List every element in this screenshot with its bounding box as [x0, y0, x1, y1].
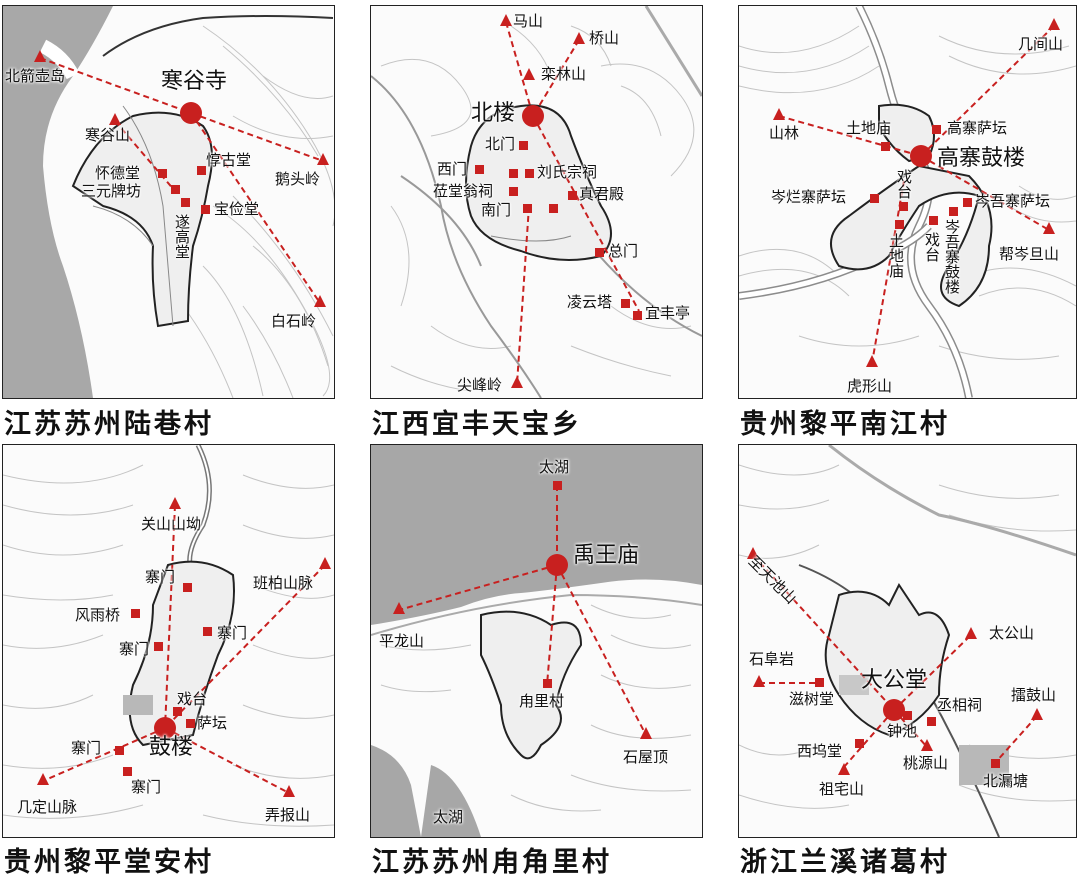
place-label: 高寨萨坛	[947, 119, 1008, 137]
map-tangan-graphic	[3, 445, 334, 827]
place-label: 石屋顶	[623, 748, 669, 766]
place-label: 桥山	[589, 29, 620, 47]
place-label: 南门	[481, 201, 512, 219]
place-label: 滋树堂	[789, 690, 835, 708]
panel-caption: 江西宜丰天宝乡	[372, 409, 582, 440]
place-label: 宜丰亭	[645, 304, 691, 322]
place-label: 弄报山	[265, 806, 311, 824]
place-label: 寨门	[217, 624, 248, 642]
center-label: 寒谷寺	[161, 69, 228, 94]
place-label: 寨门	[119, 640, 150, 658]
center-label: 高寨鼓楼	[937, 146, 1026, 171]
place-label: 刘氏宗祠	[537, 163, 598, 181]
place-label: 岑吾寨萨坛	[975, 192, 1051, 210]
place-label: 丞相祠	[937, 696, 983, 714]
map-zhuge-graphic	[739, 445, 1076, 837]
map-panel-tianbao: 北楼 马山 桥山 栾林山 北门 西门 刘氏宗祠 莅堂翁祠 真君殿 南门 总门 凌…	[370, 5, 703, 399]
panel-caption: 江苏苏州甪角里村	[372, 847, 612, 878]
place-label: 西坞堂	[797, 742, 843, 760]
map-nanjiang-graphic	[739, 6, 1076, 398]
place-label: 怀德堂	[95, 164, 141, 182]
place-label: 班柏山脉	[253, 574, 314, 592]
place-label: 太湖	[433, 808, 464, 826]
place-label: 几间山	[1018, 35, 1064, 53]
place-label: 萨坛	[197, 714, 228, 732]
place-label: 真君殿	[579, 185, 625, 203]
place-label: 北漏塘	[983, 772, 1029, 790]
map-panel-tangan: 鼓楼 关山山坳 寨门 班柏山脉 风雨桥 寨门 寨门 戏台 萨坛 寨门 寨门 几定…	[2, 444, 335, 838]
place-label: 几定山脉	[17, 798, 78, 816]
map-panel-luli: 禹王庙 太湖 平龙山 甪里村 石屋顶 太湖	[370, 444, 703, 838]
place-label: 虎形山	[847, 377, 893, 395]
place-label: 甪里村	[519, 692, 565, 710]
place-label: 桃源山	[903, 754, 949, 772]
place-label: 平龙山	[379, 632, 425, 650]
place-label: 宝俭堂	[214, 200, 260, 218]
panel-caption: 贵州黎平南江村	[740, 409, 950, 440]
place-label: 太湖	[539, 458, 570, 476]
place-label: 戏台	[177, 690, 208, 708]
place-label: 岑吾寨鼓楼	[943, 219, 961, 294]
place-label: 北门	[485, 135, 516, 153]
place-label: 擂鼓山	[1011, 686, 1057, 704]
place-label: 土地庙	[887, 233, 905, 278]
place-label: 石阜岩	[749, 650, 795, 668]
place-label: 寨门	[131, 778, 162, 796]
map-luli-graphic	[371, 445, 702, 837]
place-label: 土地庙	[846, 119, 892, 137]
map-panel-nanjiang: 高寨鼓楼 几间山 山林 土地庙 高寨萨坛 岑烂寨萨坛 戏台 岑吾寨萨坛 土地庙 …	[738, 5, 1077, 399]
map-tianbao-graphic	[371, 6, 702, 398]
map-panel-luxiang: 寒谷寺 北箭壶岛 寒谷山 怀德堂 三元牌坊 遂高堂 惇古堂 宝俭堂 鹅头岭 白石…	[2, 5, 335, 399]
place-label: 马山	[513, 12, 544, 30]
center-label: 北楼	[471, 101, 516, 126]
map-luxiang-graphic	[3, 6, 334, 398]
panel-caption: 江苏苏州陆巷村	[4, 409, 214, 440]
place-label: 帮岑旦山	[999, 245, 1060, 263]
place-label: 北箭壶岛	[5, 67, 66, 85]
center-label: 禹王庙	[573, 543, 640, 568]
place-label: 寨门	[71, 739, 102, 757]
place-label: 戏台	[895, 169, 913, 199]
panel-caption: 浙江兰溪诸葛村	[740, 847, 950, 878]
place-label: 风雨桥	[75, 606, 121, 624]
map-panel-zhuge: 大公堂 至天池山 石阜岩 滋树堂 太公山 丞相祠 擂鼓山 钟池 西坞堂 桃源山 …	[738, 444, 1077, 838]
place-label: 鹅头岭	[275, 170, 321, 188]
place-label: 遂高堂	[173, 214, 191, 259]
place-label: 白石岭	[271, 312, 317, 330]
place-label: 寒谷山	[85, 126, 131, 144]
place-label: 祖宅山	[819, 780, 865, 798]
center-label: 大公堂	[861, 668, 928, 693]
place-label: 太公山	[989, 624, 1035, 642]
panel-caption: 贵州黎平堂安村	[4, 847, 214, 878]
place-label: 尖峰岭	[457, 376, 503, 394]
place-label: 凌云塔	[567, 293, 613, 311]
place-label: 惇古堂	[206, 151, 252, 169]
place-label: 岑烂寨萨坛	[771, 188, 847, 206]
place-label: 山林	[769, 124, 800, 142]
place-label: 戏台	[923, 232, 941, 262]
place-label: 三元牌坊	[81, 182, 142, 200]
place-label: 总门	[608, 242, 639, 260]
place-label: 寨门	[145, 568, 176, 586]
place-label: 莅堂翁祠	[433, 182, 494, 200]
place-label: 栾林山	[541, 65, 587, 83]
center-label: 鼓楼	[149, 735, 194, 760]
place-label: 西门	[437, 160, 468, 178]
place-label: 关山山坳	[141, 515, 202, 533]
place-label: 钟池	[887, 722, 918, 740]
